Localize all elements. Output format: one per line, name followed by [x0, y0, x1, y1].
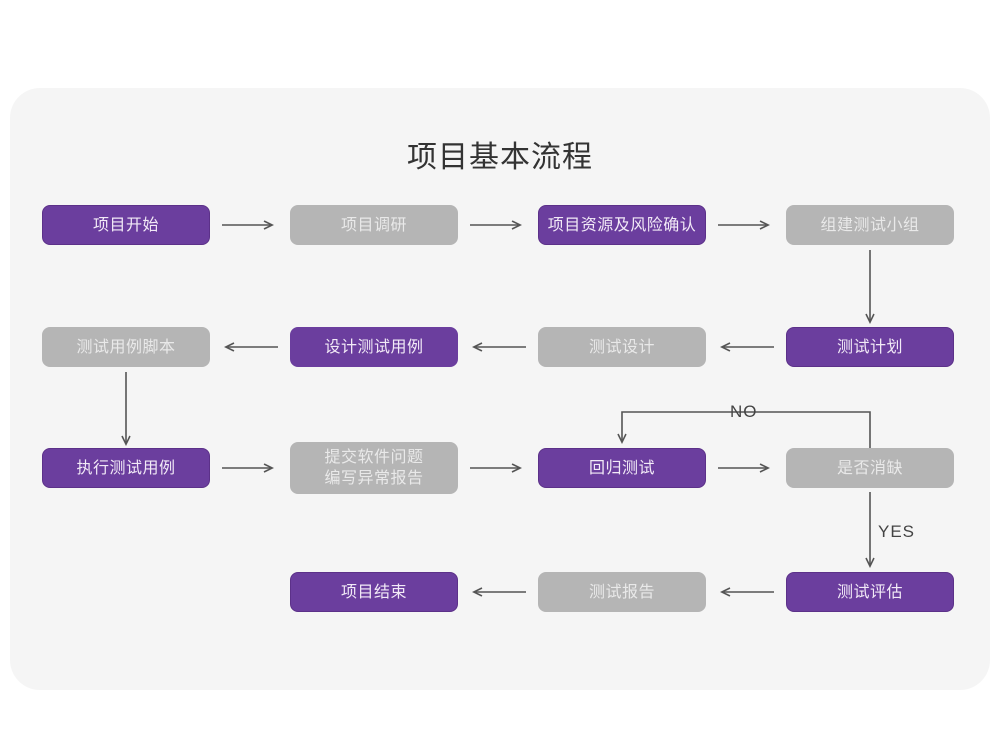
edge-label-yes: YES: [878, 522, 916, 541]
node-resource-risk-confirm[interactable]: 项目资源及风险确认: [538, 205, 706, 245]
node-design-test-cases[interactable]: 设计测试用例: [290, 327, 458, 367]
node-submit-issue-report[interactable]: 提交软件问题 编写异常报告: [290, 442, 458, 494]
edge-label-no: NO: [730, 402, 758, 421]
node-test-report[interactable]: 测试报告: [538, 572, 706, 612]
edge-n12-n11-no: [622, 411, 871, 448]
node-project-end[interactable]: 项目结束: [290, 572, 458, 612]
node-project-start[interactable]: 项目开始: [42, 205, 210, 245]
node-test-case-script[interactable]: 测试用例脚本: [42, 327, 210, 367]
node-test-evaluation[interactable]: 测试评估: [786, 572, 954, 612]
page-title: 项目基本流程: [407, 141, 593, 174]
node-project-research[interactable]: 项目调研: [290, 205, 458, 245]
node-build-test-team[interactable]: 组建测试小组: [786, 205, 954, 245]
node-regression-test[interactable]: 回归测试: [538, 448, 706, 488]
node-execute-test-cases[interactable]: 执行测试用例: [42, 448, 210, 488]
node-test-design[interactable]: 测试设计: [538, 327, 706, 367]
node-defect-cleared[interactable]: 是否消缺: [786, 448, 954, 488]
node-test-plan[interactable]: 测试计划: [786, 327, 954, 367]
